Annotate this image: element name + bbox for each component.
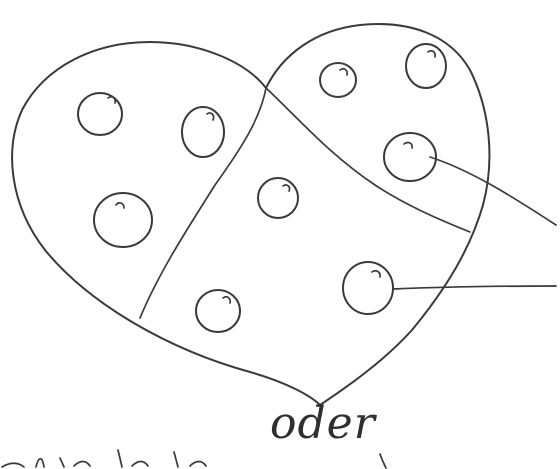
spot	[258, 178, 298, 218]
spot	[406, 44, 446, 88]
divider-vertical	[140, 88, 266, 318]
cut-off-handwriting	[0, 440, 560, 469]
leader-line-lower	[393, 286, 556, 289]
spot	[343, 262, 393, 314]
spot	[182, 107, 224, 157]
spot-mark	[116, 203, 124, 208]
spot-mark	[340, 69, 347, 75]
leader-line-upper	[430, 157, 556, 225]
spots	[78, 44, 446, 332]
spot	[384, 133, 436, 181]
spot	[94, 193, 152, 247]
spot-mark	[428, 51, 435, 57]
spot-mark	[108, 97, 115, 103]
heart-outline	[12, 24, 489, 405]
spot-mark	[372, 271, 380, 277]
spot	[320, 63, 356, 97]
spot-mark	[404, 143, 412, 148]
spot-mark	[283, 185, 290, 191]
spot	[196, 290, 240, 332]
spot-mark	[207, 113, 214, 120]
spot-mark	[223, 297, 230, 303]
